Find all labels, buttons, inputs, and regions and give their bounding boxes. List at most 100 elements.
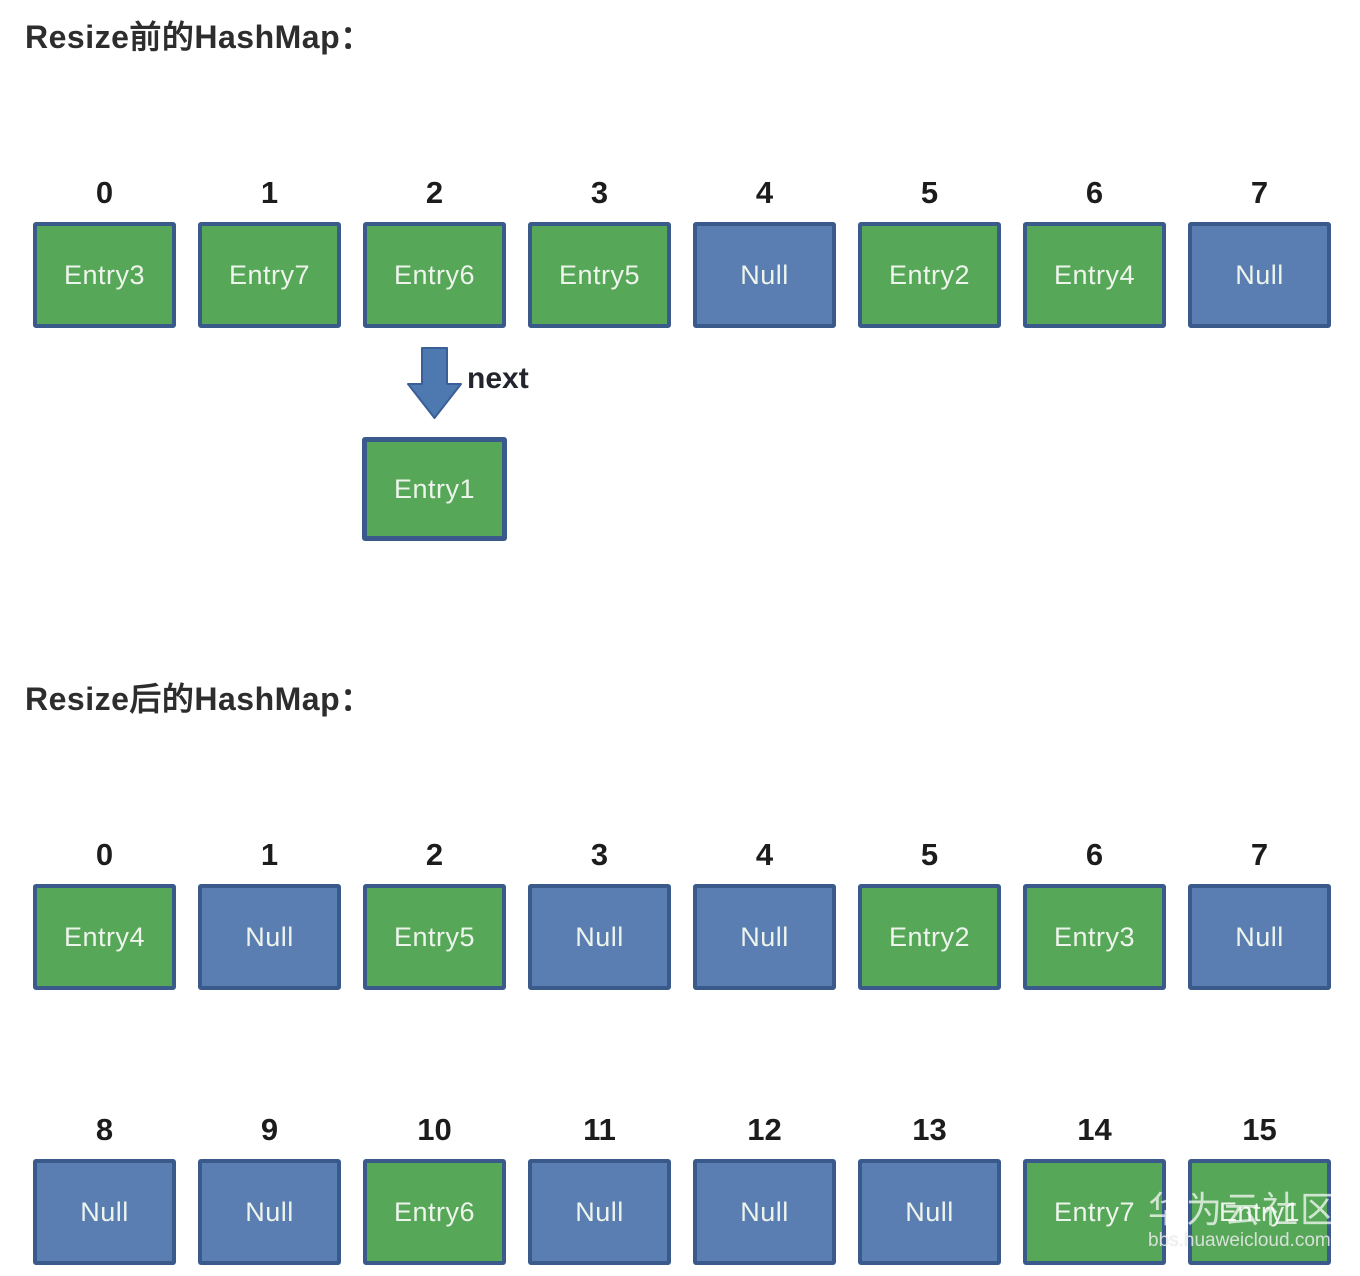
bucket-box-entry5: Entry5 — [528, 222, 671, 328]
after-bucket-6: 6 Entry3 — [1023, 837, 1166, 990]
bucket-box-null: Null — [33, 1159, 176, 1265]
down-arrow-icon — [407, 347, 462, 419]
after-bucket-3: 3 Null — [528, 837, 671, 990]
after-bucket-row-1: 0 Entry4 1 Null 2 Entry5 3 Null 4 — [33, 837, 1331, 990]
bucket-label: Null — [245, 921, 294, 952]
before-bucket-3: 3 Entry5 — [528, 175, 671, 328]
bucket-box-entry7: Entry7 — [198, 222, 341, 328]
next-pointer-label: next — [467, 362, 529, 395]
bucket-label: Entry2 — [888, 921, 971, 952]
bucket-box-entry6: Entry6 — [363, 1159, 506, 1265]
section-after-title: Resize后的HashMap： — [25, 681, 373, 717]
after-bucket-2: 2 Entry5 — [363, 837, 506, 990]
after-bucket-15: 15 Entry1 — [1188, 1112, 1331, 1265]
bucket-label: Entry5 — [393, 921, 476, 952]
bucket-index: 8 — [95, 1112, 114, 1147]
bucket-box-null: Null — [693, 884, 836, 990]
before-bucket-4: 4 Null — [693, 175, 836, 328]
bucket-label: Entry2 — [888, 259, 971, 290]
before-bucket-0: 0 Entry3 — [33, 175, 176, 328]
bucket-box-entry4: Entry4 — [1023, 222, 1166, 328]
bucket-box-entry3: Entry3 — [33, 222, 176, 328]
before-bucket-7: 7 Null — [1188, 175, 1331, 328]
before-bucket-1: 1 Entry7 — [198, 175, 341, 328]
bucket-label: Entry1 — [393, 473, 476, 504]
bucket-label: Null — [575, 921, 624, 952]
after-bucket-14: 14 Entry7 — [1023, 1112, 1166, 1265]
after-bucket-11: 11 Null — [528, 1112, 671, 1265]
bucket-label: Entry4 — [63, 921, 146, 952]
bucket-label: Null — [575, 1196, 624, 1227]
bucket-box-entry2: Entry2 — [858, 884, 1001, 990]
bucket-box-entry7: Entry7 — [1023, 1159, 1166, 1265]
bucket-index: 15 — [1242, 1112, 1277, 1147]
before-bucket-2: 2 Entry6 — [363, 175, 506, 328]
bucket-label: Null — [740, 921, 789, 952]
bucket-label: Null — [80, 1196, 129, 1227]
bucket-label: Entry3 — [1053, 921, 1136, 952]
chained-entry1-box: Entry1 — [362, 437, 507, 541]
after-bucket-13: 13 Null — [858, 1112, 1001, 1265]
bucket-box-null: Null — [528, 1159, 671, 1265]
bucket-index: 1 — [260, 175, 279, 210]
after-bucket-5: 5 Entry2 — [858, 837, 1001, 990]
bucket-index: 6 — [1085, 175, 1104, 210]
bucket-index: 5 — [920, 837, 939, 872]
bucket-index: 3 — [590, 837, 609, 872]
after-bucket-7: 7 Null — [1188, 837, 1331, 990]
bucket-label: Entry6 — [393, 259, 476, 290]
after-bucket-8: 8 Null — [33, 1112, 176, 1265]
before-bucket-row: 0 Entry3 1 Entry7 2 Entry6 3 Entry5 4 — [33, 175, 1331, 328]
bucket-index: 4 — [755, 175, 774, 210]
bucket-index: 6 — [1085, 837, 1104, 872]
bucket-label: Entry6 — [393, 1196, 476, 1227]
bucket-index: 5 — [920, 175, 939, 210]
bucket-box-entry6: Entry6 — [363, 222, 506, 328]
bucket-index: 0 — [95, 837, 114, 872]
bucket-label: Null — [245, 1196, 294, 1227]
bucket-box-entry1: Entry1 — [1188, 1159, 1331, 1265]
bucket-box-null: Null — [198, 1159, 341, 1265]
bucket-index: 7 — [1250, 837, 1269, 872]
after-bucket-9: 9 Null — [198, 1112, 341, 1265]
bucket-index: 10 — [417, 1112, 452, 1147]
bucket-index: 12 — [747, 1112, 782, 1147]
bucket-box-null: Null — [693, 222, 836, 328]
bucket-label: Null — [740, 1196, 789, 1227]
bucket-label: Entry3 — [63, 259, 146, 290]
bucket-box-entry5: Entry5 — [363, 884, 506, 990]
bucket-box-null: Null — [693, 1159, 836, 1265]
bucket-index: 4 — [755, 837, 774, 872]
bucket-index: 14 — [1077, 1112, 1112, 1147]
bucket-index: 7 — [1250, 175, 1269, 210]
bucket-index: 0 — [95, 175, 114, 210]
bucket-label: Null — [740, 259, 789, 290]
bucket-box-entry2: Entry2 — [858, 222, 1001, 328]
bucket-index: 3 — [590, 175, 609, 210]
bucket-label: Entry5 — [558, 259, 641, 290]
bucket-label: Null — [1235, 921, 1284, 952]
bucket-label: Entry7 — [1053, 1196, 1136, 1227]
after-bucket-row-2: 8 Null 9 Null 10 Entry6 11 Null 12 — [33, 1112, 1331, 1265]
bucket-index: 9 — [260, 1112, 279, 1147]
after-bucket-12: 12 Null — [693, 1112, 836, 1265]
bucket-box-entry4: Entry4 — [33, 884, 176, 990]
bucket-label: Null — [1235, 259, 1284, 290]
bucket-label: Entry1 — [1218, 1196, 1301, 1227]
bucket-label: Entry4 — [1053, 259, 1136, 290]
after-bucket-1: 1 Null — [198, 837, 341, 990]
after-bucket-10: 10 Entry6 — [363, 1112, 506, 1265]
bucket-label: Entry7 — [228, 259, 311, 290]
bucket-box-null: Null — [858, 1159, 1001, 1265]
bucket-box-null: Null — [1188, 884, 1331, 990]
bucket-index: 2 — [425, 837, 444, 872]
bucket-index: 11 — [583, 1112, 616, 1147]
after-bucket-4: 4 Null — [693, 837, 836, 990]
bucket-index: 13 — [912, 1112, 947, 1147]
after-bucket-0: 0 Entry4 — [33, 837, 176, 990]
bucket-label: Null — [905, 1196, 954, 1227]
section-before-title: Resize前的HashMap： — [25, 19, 373, 55]
bucket-box-null: Null — [1188, 222, 1331, 328]
before-bucket-6: 6 Entry4 — [1023, 175, 1166, 328]
